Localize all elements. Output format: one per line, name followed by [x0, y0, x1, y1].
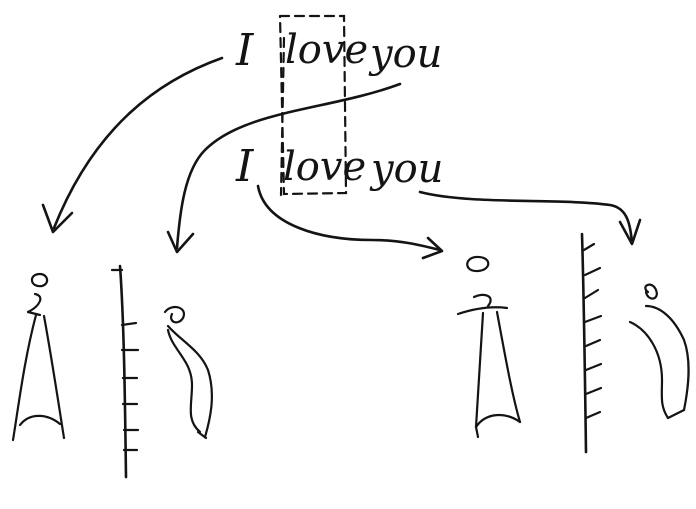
sentence-bottom: I love you	[235, 141, 443, 192]
arrow-bottom-you-to-right-wall-figure	[418, 190, 642, 246]
right-standing-figure	[456, 255, 522, 439]
left-wall	[110, 264, 140, 479]
top-word-love: love	[285, 27, 368, 73]
top-word-you: you	[368, 31, 442, 77]
arrow-bottom-i-to-right-figure	[256, 184, 444, 260]
bottom-word-love: love	[283, 144, 366, 190]
right-wall-figure	[628, 283, 690, 420]
dashed-highlight-box	[278, 14, 348, 197]
bottom-word-you: you	[369, 146, 443, 192]
arrow-top-you-to-left-wall-figure	[166, 82, 402, 254]
top-word-i: I	[235, 25, 255, 76]
left-standing-figure	[11, 272, 66, 442]
bottom-word-i: I	[235, 141, 255, 192]
right-wall	[580, 232, 603, 454]
left-wall-figure	[163, 305, 213, 440]
arrow-top-i-to-left-figure	[41, 56, 224, 234]
sentence-top: I love you	[235, 25, 442, 77]
